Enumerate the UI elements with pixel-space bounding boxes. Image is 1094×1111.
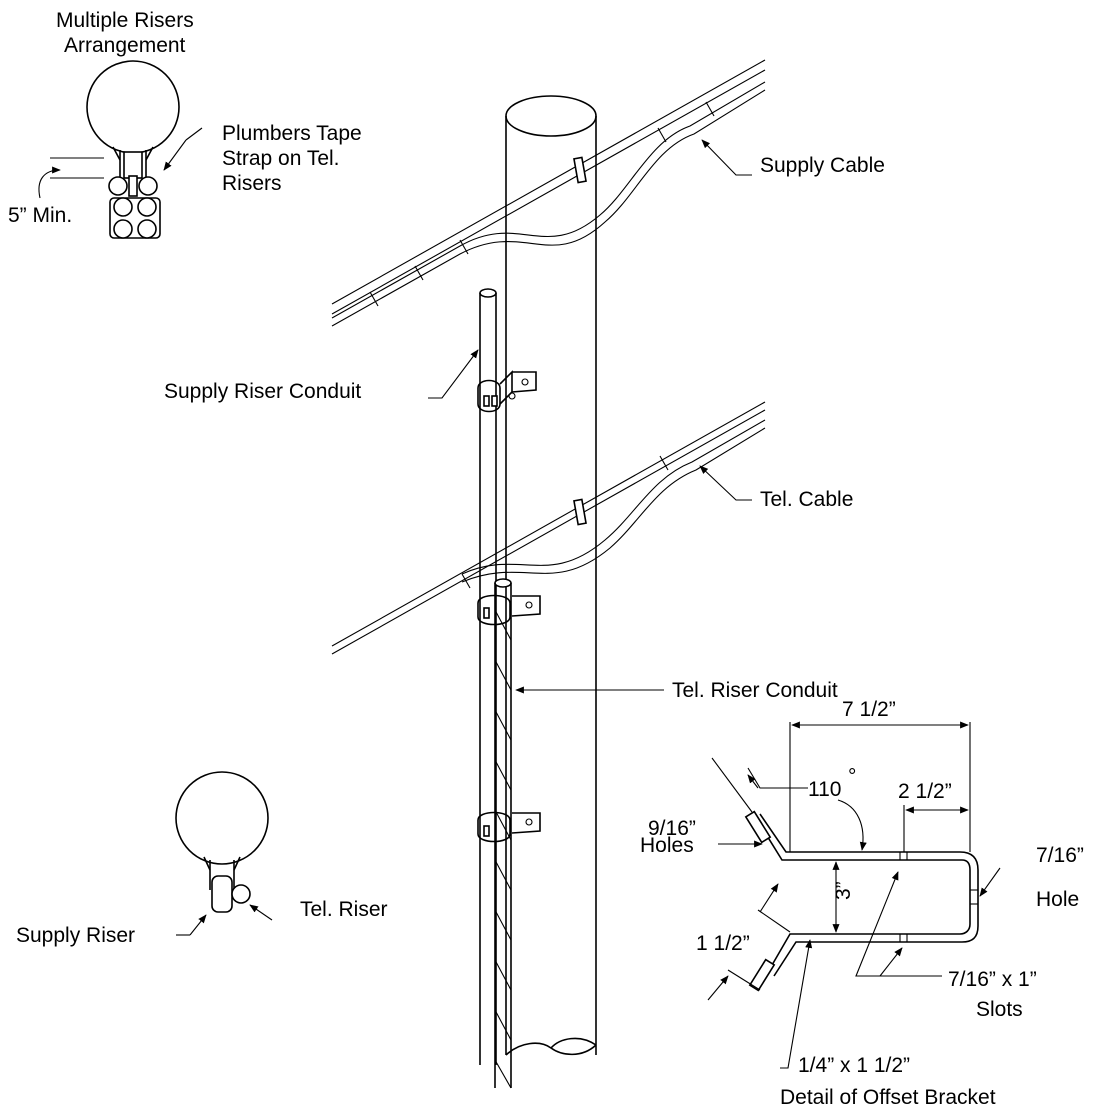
dim-9-16-holes-2: Holes bbox=[640, 834, 694, 857]
dim-slots-2: Slots bbox=[976, 998, 1023, 1021]
multiple-risers-title-2: Arrangement bbox=[64, 34, 186, 57]
callout-supply-cable bbox=[701, 139, 752, 176]
multiple-risers-detail bbox=[38, 60, 203, 239]
dim-strap: 1/4” x 1 1/2” bbox=[798, 1054, 910, 1077]
bracket-detail-title: Detail of Offset Bracket bbox=[780, 1086, 996, 1109]
supply-riser-conduit-label: Supply Riser Conduit bbox=[164, 380, 361, 403]
tel-riser-conduit-label: Tel. Riser Conduit bbox=[672, 679, 838, 702]
bracket-detail-drawing bbox=[707, 721, 1001, 1069]
dim-3: 3” bbox=[832, 881, 855, 900]
dim-angle: 110 bbox=[808, 778, 841, 801]
dim-7-16-hole-2: Hole bbox=[1036, 888, 1079, 911]
offset-bracket-lower bbox=[477, 811, 541, 843]
dim-1-1-2: 1 1/2” bbox=[696, 932, 750, 955]
offset-bracket-upper bbox=[477, 370, 537, 413]
plumbers-tape-label-3: Risers bbox=[222, 172, 282, 195]
plumbers-tape-label: Plumbers Tape bbox=[222, 122, 362, 145]
supply-riser-conduit bbox=[479, 288, 497, 1065]
utility-pole bbox=[505, 95, 597, 1056]
offset-bracket-middle bbox=[477, 594, 541, 626]
tel-cable-label: Tel. Cable bbox=[760, 488, 853, 511]
plumbers-tape-label-2: Strap on Tel. bbox=[222, 147, 340, 170]
tel-riser-label: Tel. Riser bbox=[300, 898, 388, 921]
supply-cable bbox=[331, 59, 766, 327]
dim-2-1-2: 2 1/2” bbox=[898, 780, 952, 803]
tel-riser-conduit bbox=[494, 578, 512, 1089]
single-riser-detail bbox=[175, 771, 273, 936]
five-inch-min-label: 5” Min. bbox=[8, 204, 72, 227]
supply-cable-label: Supply Cable bbox=[760, 154, 885, 177]
multiple-risers-title: Multiple Risers bbox=[56, 9, 194, 32]
dim-7-16-hole: 7/16” bbox=[1036, 844, 1084, 867]
callout-tel-cable bbox=[699, 465, 752, 501]
supply-riser-label: Supply Riser bbox=[16, 924, 135, 947]
dim-9-16-holes: 9/16” bbox=[648, 817, 696, 840]
callout-supply-riser-conduit bbox=[428, 349, 479, 399]
dim-slots: 7/16” x 1” bbox=[948, 968, 1037, 991]
tel-cable bbox=[331, 401, 766, 655]
dim-angle-symbol: ° bbox=[848, 765, 856, 788]
dim-7-1-2: 7 1/2” bbox=[842, 698, 896, 721]
